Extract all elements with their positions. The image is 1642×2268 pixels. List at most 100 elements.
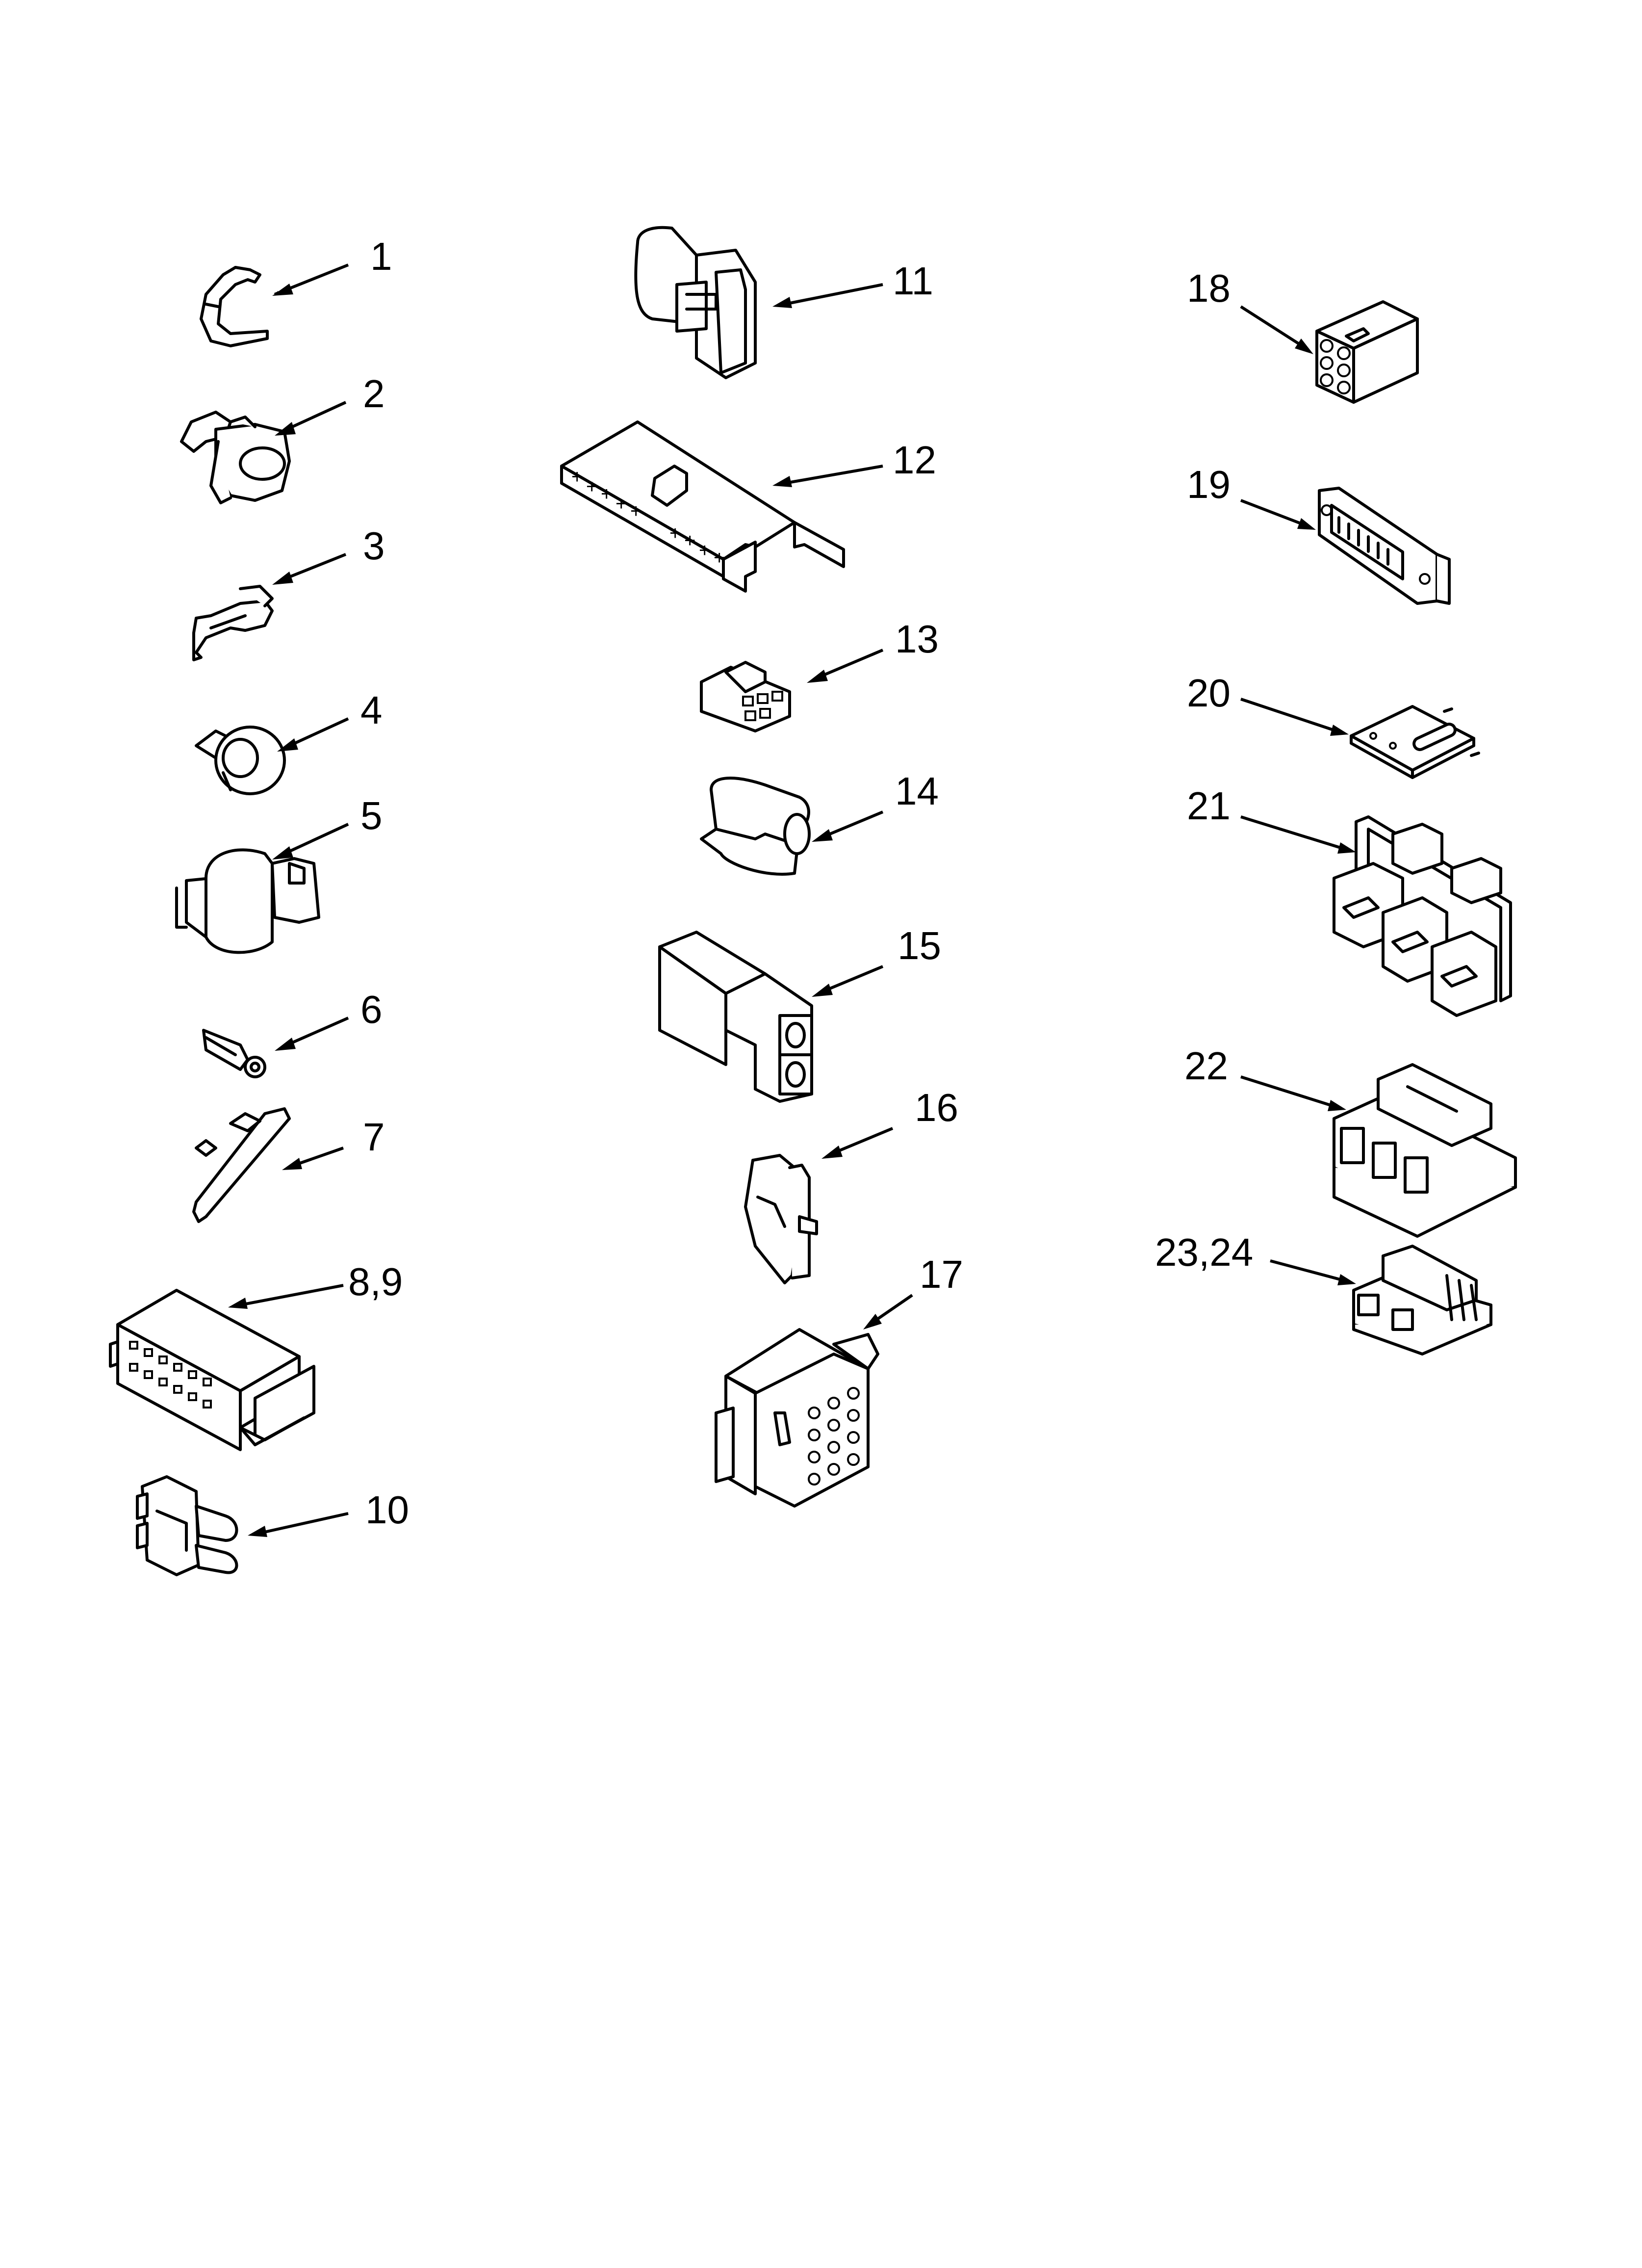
part-5-drawing	[175, 848, 320, 954]
part-22[interactable]: 22	[1184, 1044, 1517, 1238]
part-4-arrowhead	[277, 738, 298, 752]
part-1-arrowhead	[272, 284, 293, 296]
part-12-label: 12	[893, 438, 936, 482]
part-14[interactable]: 14	[700, 769, 939, 876]
part-13[interactable]: 13	[700, 617, 939, 732]
part-21-label: 21	[1187, 784, 1231, 828]
part-12[interactable]: + + + + + + + + + 12	[560, 420, 936, 593]
part-15-label: 15	[898, 924, 941, 967]
part-6-arrowhead	[275, 1038, 296, 1051]
part-10-drawing	[136, 1475, 238, 1576]
part-3-label: 3	[363, 524, 385, 568]
part-16-arrowhead	[821, 1146, 843, 1159]
part-17[interactable]: 17	[715, 1252, 963, 1508]
part-12-arrowhead	[772, 476, 792, 487]
part-18-drawing	[1315, 300, 1419, 404]
part-6-drawing	[202, 1029, 266, 1078]
part-18[interactable]: 18	[1187, 266, 1419, 404]
part-10-arrowhead	[248, 1526, 267, 1537]
part-7-leader	[294, 1147, 344, 1167]
part-23-24[interactable]: 23,24	[1155, 1230, 1492, 1356]
part-21-arrowhead	[1337, 842, 1356, 854]
part-8-9[interactable]: 8,9	[109, 1260, 403, 1451]
part-12-drawing: + + + + + + + + +	[560, 420, 845, 593]
part-17-arrowhead	[863, 1314, 882, 1330]
part-6[interactable]: 6	[202, 988, 383, 1078]
part-16-drawing	[744, 1154, 818, 1284]
part-7-arrowhead	[282, 1158, 302, 1170]
part-3[interactable]: 3	[192, 524, 385, 661]
part-11[interactable]: 11	[634, 226, 933, 379]
part-2-drawing	[180, 411, 291, 504]
part-17-drawing	[715, 1328, 879, 1508]
part-2-leader	[286, 401, 347, 431]
svg-text:+: +	[616, 493, 627, 515]
svg-text:+: +	[714, 547, 725, 569]
part-10-label: 10	[365, 1488, 409, 1532]
part-7-drawing	[192, 1107, 291, 1223]
part-10-leader	[259, 1512, 349, 1535]
part-3-leader	[283, 553, 347, 580]
part-20-label: 20	[1187, 671, 1231, 715]
part-17-label: 17	[920, 1252, 963, 1296]
part-20-leader	[1240, 698, 1337, 732]
part-16-label: 16	[915, 1086, 958, 1129]
part-23-24-label: 23,24	[1155, 1230, 1253, 1274]
part-15-drawing	[658, 931, 813, 1103]
svg-text:+: +	[601, 483, 612, 505]
part-5-leader	[283, 823, 349, 855]
part-21-leader	[1240, 815, 1344, 850]
part-19-label: 19	[1187, 463, 1231, 506]
part-11-drawing	[634, 226, 757, 379]
part-2[interactable]: 2	[180, 372, 385, 504]
part-19-arrowhead	[1297, 518, 1316, 530]
part-8-9-drawing	[109, 1289, 315, 1451]
part-8-9-leader	[240, 1284, 344, 1306]
part-22-label: 22	[1184, 1044, 1228, 1088]
part-11-leader	[784, 283, 883, 306]
part-20-arrowhead	[1330, 725, 1349, 736]
part-11-label: 11	[893, 259, 933, 303]
svg-text:+: +	[586, 476, 597, 497]
part-19-leader	[1240, 499, 1306, 526]
part-13-leader	[818, 649, 884, 678]
part-4-leader	[288, 717, 349, 747]
part-7[interactable]: 7	[192, 1107, 385, 1223]
part-16-leader	[833, 1127, 894, 1154]
svg-text:+: +	[630, 500, 641, 522]
part-17-leader	[872, 1294, 913, 1324]
part-20[interactable]: 20	[1187, 671, 1480, 779]
part-21[interactable]: 21	[1187, 784, 1512, 1017]
svg-text:+: +	[571, 466, 583, 488]
part-5[interactable]: 5	[175, 794, 383, 954]
part-15[interactable]: 15	[658, 924, 941, 1103]
part-16[interactable]: 16	[744, 1086, 958, 1284]
part-14-arrowhead	[812, 829, 833, 842]
svg-text:+: +	[684, 530, 695, 551]
part-19[interactable]: 19	[1187, 463, 1451, 605]
part-17-pin-holes	[808, 1387, 860, 1486]
part-14-drawing	[700, 777, 811, 876]
part-13-label: 13	[895, 617, 939, 661]
part-6-label: 6	[360, 988, 383, 1031]
part-6-leader	[286, 1017, 349, 1046]
svg-text:+: +	[699, 540, 710, 561]
part-4[interactable]: 4	[195, 688, 383, 795]
part-10[interactable]: 10	[136, 1475, 409, 1576]
part-23-24-leader	[1270, 1259, 1344, 1282]
part-7-label: 7	[363, 1115, 385, 1159]
part-15-arrowhead	[812, 984, 833, 997]
part-2-arrowhead	[275, 422, 296, 436]
part-23-24-arrowhead	[1337, 1274, 1356, 1285]
part-8-9-arrowhead	[228, 1298, 248, 1309]
part-1[interactable]: 1	[200, 235, 392, 347]
part-5-arrowhead	[272, 846, 293, 860]
part-12-pin-marks: + + + + + + + + +	[571, 466, 725, 569]
part-22-leader	[1240, 1075, 1334, 1108]
part-8-9-label: 8,9	[348, 1260, 403, 1303]
part-22-drawing	[1333, 1063, 1517, 1238]
part-15-leader	[823, 965, 884, 992]
part-1-label: 1	[370, 235, 392, 278]
part-14-leader	[823, 810, 884, 838]
